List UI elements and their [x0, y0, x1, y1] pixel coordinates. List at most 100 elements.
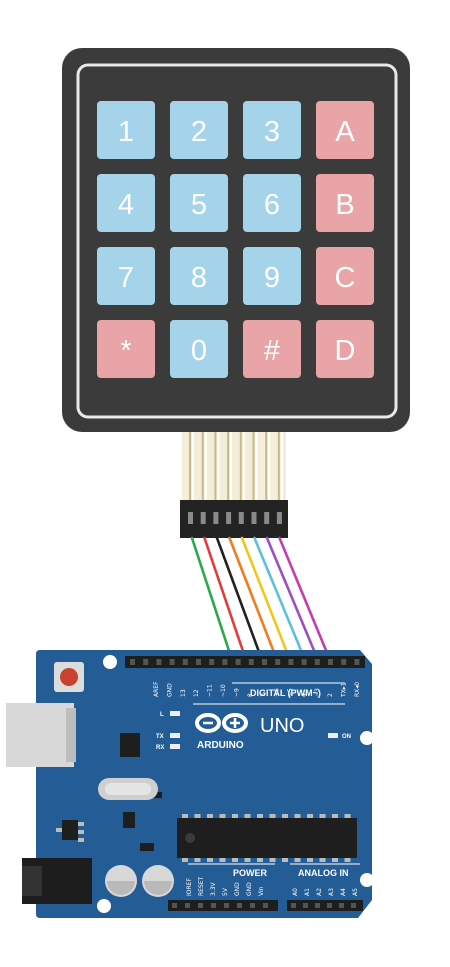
key-cap[interactable]: [170, 101, 228, 159]
voltage-regulator: [62, 820, 78, 840]
key-label: C: [335, 262, 356, 294]
pin-label: 4: [300, 693, 307, 697]
analog-pin-label: A1: [304, 888, 311, 896]
keypad-key-6[interactable]: 6: [243, 174, 301, 232]
keypad-key-0[interactable]: 0: [170, 320, 228, 378]
pin-label: AREF: [153, 681, 160, 697]
key-cap[interactable]: [97, 174, 155, 232]
key-cap[interactable]: [170, 174, 228, 232]
key-cap[interactable]: [97, 247, 155, 305]
keypad-key-#[interactable]: #: [243, 320, 301, 378]
key-cap[interactable]: [243, 174, 301, 232]
key-cap[interactable]: [97, 101, 155, 159]
analog-label: ANALOG IN: [298, 868, 349, 878]
pin-label: RX◂0: [354, 682, 361, 697]
key-cap[interactable]: [316, 320, 374, 378]
jumper-wire: [253, 536, 307, 662]
usb-chip: [120, 733, 140, 757]
atmega-chip: [177, 818, 357, 858]
power-pin-label: GND: [234, 882, 241, 896]
key-cap[interactable]: [316, 247, 374, 305]
power-pin-label: RESET: [198, 876, 205, 896]
keypad-key-7[interactable]: 7: [97, 247, 155, 305]
reset-button-cap[interactable]: [60, 668, 78, 686]
jumper-wire: [278, 536, 332, 662]
keypad-key-3[interactable]: 3: [243, 101, 301, 159]
key-label: 8: [191, 262, 207, 294]
led-l: [170, 711, 180, 716]
power-pin-label: 5V: [222, 887, 229, 896]
key-label: 0: [191, 335, 207, 367]
power-label: POWER: [233, 868, 268, 878]
power-pin-label: IOREF: [186, 878, 193, 896]
keypad-key-C[interactable]: C: [316, 247, 374, 305]
small-chip: [140, 843, 154, 851]
small-chip: [152, 792, 162, 798]
small-chip: [123, 812, 135, 828]
led-l-label: L: [160, 712, 164, 718]
jumper-wire: [265, 536, 320, 662]
brand-label: ARDUINO: [197, 740, 244, 751]
led-on-label: ON: [342, 734, 351, 740]
key-cap[interactable]: [316, 174, 374, 232]
key-cap[interactable]: [243, 320, 301, 378]
keypad-key-D[interactable]: D: [316, 320, 374, 378]
key-cap[interactable]: [316, 101, 374, 159]
pin-label: ~5: [287, 688, 294, 697]
key-label: 6: [264, 189, 280, 221]
jumper-wire: [215, 536, 264, 662]
key-cap[interactable]: [243, 247, 301, 305]
keypad-key-4[interactable]: 4: [97, 174, 155, 232]
pin-label: ~11: [207, 684, 214, 697]
keypad-key-8[interactable]: 8: [170, 247, 228, 305]
power-pin-label: GND: [246, 882, 253, 896]
key-label: *: [120, 335, 131, 367]
pin-label: 8: [247, 693, 254, 697]
key-cap[interactable]: [170, 320, 228, 378]
keypad-key-5[interactable]: 5: [170, 174, 228, 232]
keypad-key-2[interactable]: 2: [170, 101, 228, 159]
pin-label: ~10: [220, 684, 227, 697]
key-label: B: [335, 189, 354, 221]
led-rx-label: RX: [156, 745, 164, 751]
pin-label: 2: [327, 693, 334, 697]
key-cap[interactable]: [243, 101, 301, 159]
analog-pin-label: A2: [316, 888, 323, 896]
analog-header: [287, 900, 363, 911]
key-label: 4: [118, 189, 134, 221]
pin-label: 7: [260, 693, 267, 697]
pin-label: ~3: [314, 688, 321, 697]
keypad-key-1[interactable]: 1: [97, 101, 155, 159]
mounting-hole: [97, 899, 111, 913]
jumper-wire: [203, 536, 248, 662]
key-cap[interactable]: [170, 247, 228, 305]
power-header: [168, 900, 278, 911]
pin-label: 12: [193, 689, 200, 697]
key-label: #: [264, 335, 280, 367]
power-pin-label: 3.3V: [210, 881, 217, 896]
digital-header-label: DIGITAL (PWM~): [250, 688, 321, 698]
key-label: 3: [264, 116, 280, 148]
key-label: 5: [191, 189, 207, 221]
mounting-hole: [103, 655, 117, 669]
led-on: [328, 733, 338, 738]
key-label: 7: [118, 262, 134, 294]
key-label: 9: [264, 262, 280, 294]
jumper-wire: [240, 536, 292, 662]
key-label: D: [335, 335, 356, 367]
keypad-key-A[interactable]: A: [316, 101, 374, 159]
led-tx: [170, 733, 180, 738]
analog-pin-label: A4: [340, 888, 347, 896]
keypad-key-9[interactable]: 9: [243, 247, 301, 305]
keypad-key-B[interactable]: B: [316, 174, 374, 232]
jumper-wire: [228, 536, 279, 662]
key-cap[interactable]: [97, 320, 155, 378]
ribbon-cable: [182, 432, 286, 500]
keypad-key-*[interactable]: *: [97, 320, 155, 378]
jumper-wires: [190, 536, 332, 662]
pin-label: ~6: [274, 688, 281, 697]
